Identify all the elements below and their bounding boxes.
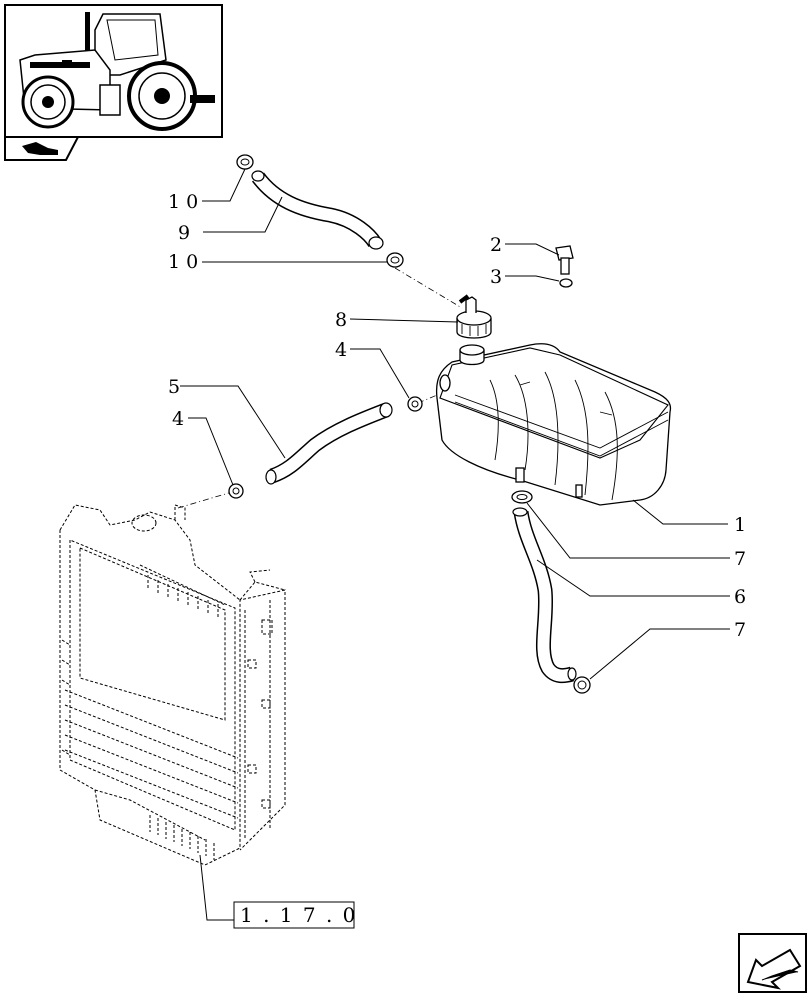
callout-9: 9 xyxy=(178,222,190,244)
clip-part-4-upper xyxy=(407,396,423,412)
callout-2: 2 xyxy=(490,234,502,256)
radiator-reference-drawing xyxy=(59,504,286,866)
clip-part-10-lower xyxy=(386,252,404,268)
section-hand-icon xyxy=(4,136,80,161)
expansion-tank-part-1 xyxy=(435,343,672,506)
callout-4-upper: 4 xyxy=(335,339,347,361)
hose-part-5 xyxy=(265,402,393,485)
washer-part-3 xyxy=(559,278,573,288)
callout-7-upper: 7 xyxy=(734,548,746,570)
clip-part-7-upper xyxy=(511,490,533,504)
callout-10-upper: 1 0 xyxy=(168,191,198,213)
callout-5: 5 xyxy=(168,376,180,398)
hose-part-6 xyxy=(512,507,577,684)
tractor-thumbnail-icon xyxy=(4,4,223,138)
reference-box: 1 . 1 7 . 0 xyxy=(233,901,357,929)
clip-part-7-lower xyxy=(573,676,591,694)
callout-6: 6 xyxy=(734,586,746,608)
callout-7-lower: 7 xyxy=(734,619,746,641)
callout-4-lower: 4 xyxy=(172,408,184,430)
clip-part-4-lower xyxy=(228,483,244,499)
cap-part-8 xyxy=(456,294,492,339)
reference-label: 1 . 1 7 . 0 xyxy=(240,903,357,927)
next-page-arrow-icon[interactable] xyxy=(738,933,807,993)
callout-8: 8 xyxy=(335,309,347,331)
callout-1: 1 xyxy=(734,514,746,536)
bolt-part-2 xyxy=(555,245,574,275)
clip-part-10-upper xyxy=(236,154,254,170)
hose-part-9 xyxy=(251,170,384,250)
callout-10-lower: 1 0 xyxy=(168,251,198,273)
callout-3: 3 xyxy=(490,266,502,288)
